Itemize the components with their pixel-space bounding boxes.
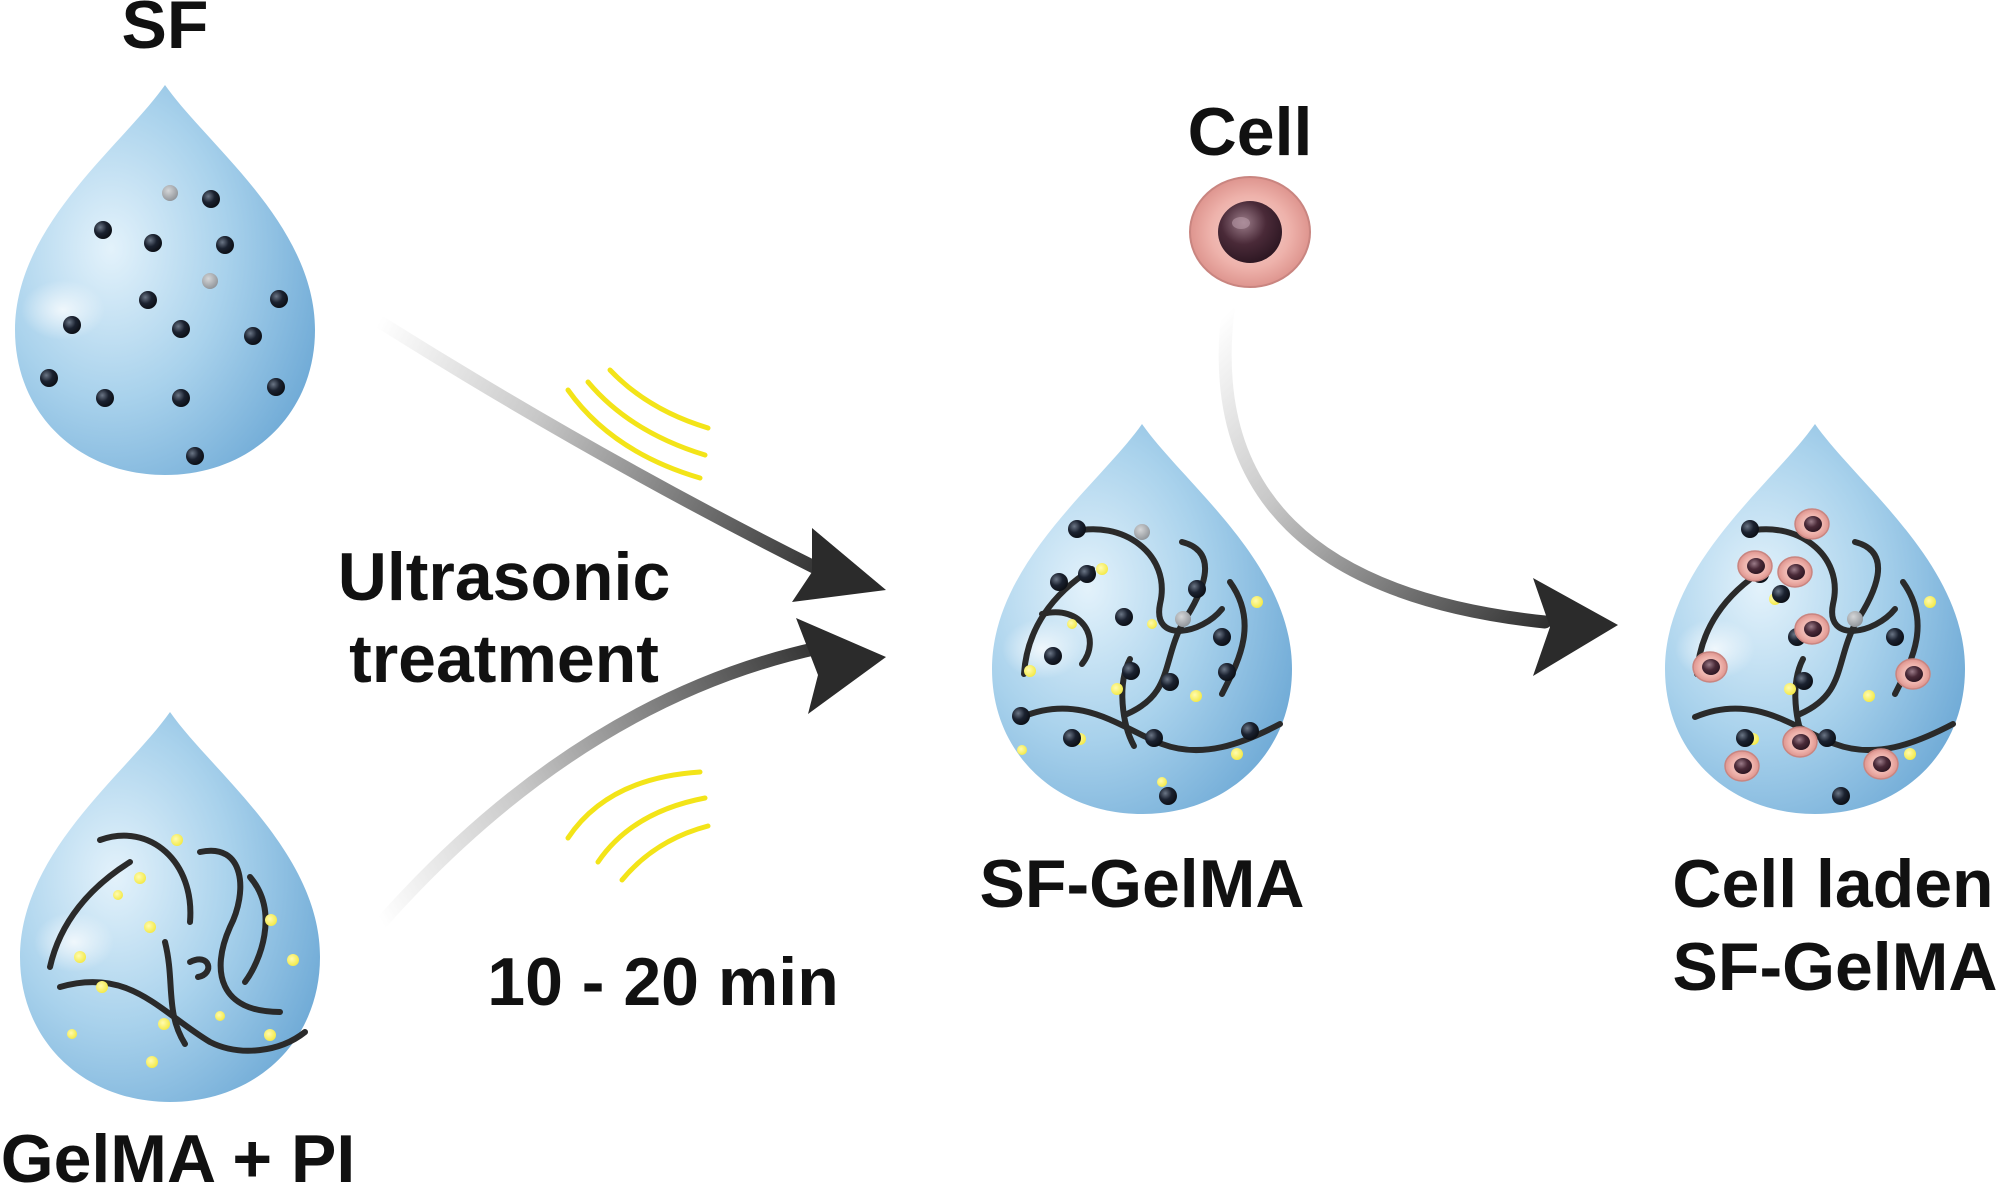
cell-laden-label-line1: Cell laden bbox=[1672, 846, 1993, 922]
gelma-fibers bbox=[47, 832, 308, 1054]
sf-particles bbox=[40, 185, 288, 465]
sf-gelma-label: SF-GelMA bbox=[980, 846, 1305, 922]
ultrasound-waves-top-icon bbox=[565, 367, 711, 481]
sf-gelma-droplet bbox=[992, 424, 1292, 814]
sf-gelma-sf-particles bbox=[1012, 520, 1259, 805]
sf-gelma-fibers bbox=[1019, 526, 1283, 754]
ultrasonic-label-line1: Ultrasonic bbox=[338, 539, 671, 615]
cell-laden-label-line2: SF-GelMA bbox=[1673, 929, 1998, 1005]
cell-label: Cell bbox=[1188, 94, 1313, 170]
arrow-cell-to-droplet bbox=[1218, 303, 1618, 676]
sf-droplet bbox=[15, 85, 315, 475]
duration-label: 10 - 20 min bbox=[487, 944, 839, 1020]
gelma-pi-droplet bbox=[20, 712, 320, 1102]
ultrasound-waves-bottom-icon bbox=[565, 769, 711, 883]
gelma-pi-label: GelMA + PI bbox=[1, 1121, 356, 1195]
photoinitiator-particles bbox=[67, 834, 299, 1068]
arrow-gelma-to-mix bbox=[375, 618, 886, 929]
sf-label: SF bbox=[122, 0, 209, 63]
ultrasonic-label-line2: treatment bbox=[349, 621, 659, 697]
cell-laden-droplet bbox=[1665, 424, 1965, 814]
cell-icon bbox=[1189, 176, 1311, 288]
arrow-sf-to-mix bbox=[373, 315, 886, 602]
